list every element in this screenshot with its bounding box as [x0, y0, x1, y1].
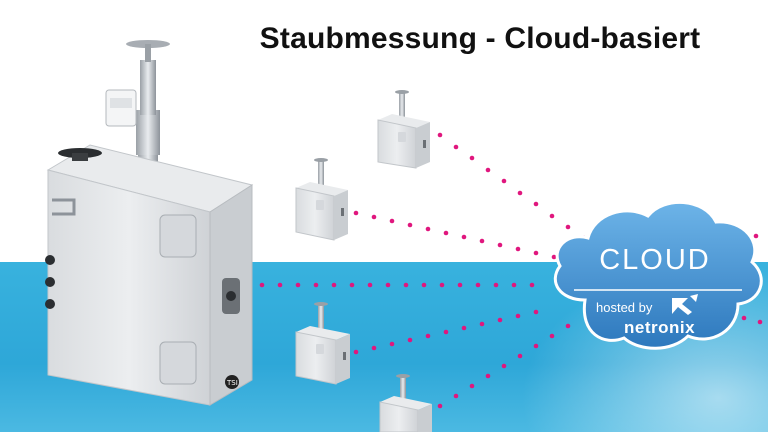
connection-lines — [259, 132, 763, 409]
svg-text:TSI: TSI — [226, 379, 238, 387]
headline: Staubmessung - Cloud-basiert — [259, 22, 701, 55]
cloud-icon — [553, 201, 763, 350]
tsi-logo-icon: TSI — [225, 375, 239, 389]
dots-from-device-lower-left — [353, 309, 539, 355]
small-device-lower-left — [295, 302, 350, 385]
hosted-by-text: hosted by — [596, 300, 653, 315]
brand-name: netronix — [624, 318, 696, 337]
dots-from-device-upper-left — [353, 210, 557, 260]
netronix-logo-icon — [672, 294, 698, 315]
dots-from-device-bottom — [437, 323, 571, 409]
dots-from-device-top — [437, 132, 587, 241]
small-device-upper-left — [295, 158, 348, 241]
dots-from-main-device — [259, 282, 535, 288]
main-dust-monitor: TSI — [45, 40, 254, 406]
small-device-top — [377, 90, 430, 169]
cloud-label: CLOUD — [599, 244, 711, 276]
small-device-bottom — [379, 374, 432, 432]
